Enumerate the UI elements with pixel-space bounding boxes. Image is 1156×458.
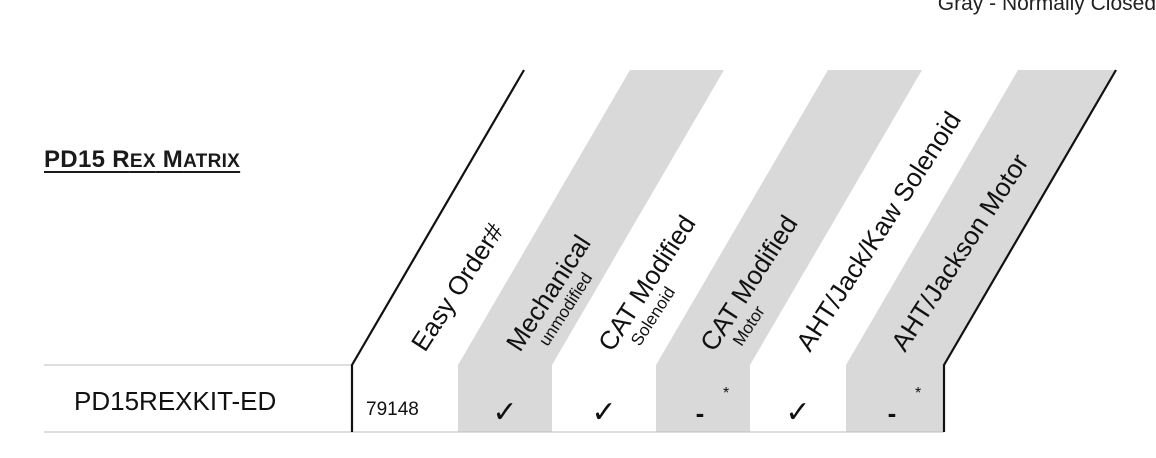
legend-note: Gray - Normally Closed	[937, 0, 1156, 15]
shaded-column-1	[458, 70, 724, 432]
shaded-column-5	[846, 70, 1116, 432]
shaded-columns	[458, 70, 1116, 432]
page-title: PD15 REX MATRIX	[44, 146, 240, 174]
grid-lines	[44, 69, 1117, 433]
check-icon: ✓	[591, 395, 616, 430]
footnote-star: *	[723, 385, 729, 402]
title-part-2: EX	[129, 151, 156, 172]
check-icon: ✓	[492, 395, 517, 430]
check-icon: ✓	[785, 395, 810, 430]
row-order-number: 79148	[366, 399, 419, 420]
title-part-4: ATRIX	[183, 151, 241, 172]
title-part-1: PD15 R	[44, 146, 130, 173]
dash-mark: -	[888, 398, 897, 428]
row-model: PD15REXKIT-ED	[74, 386, 276, 416]
right-border	[942, 69, 1117, 432]
table-rows: PD15REXKIT-ED 79148 ✓ ✓ - * ✓ - *	[74, 385, 921, 430]
left-border	[350, 69, 525, 432]
shaded-column-3	[656, 70, 922, 432]
dash-mark: -	[696, 398, 705, 428]
footnote-star: *	[915, 385, 921, 402]
title-part-3: M	[155, 146, 184, 173]
